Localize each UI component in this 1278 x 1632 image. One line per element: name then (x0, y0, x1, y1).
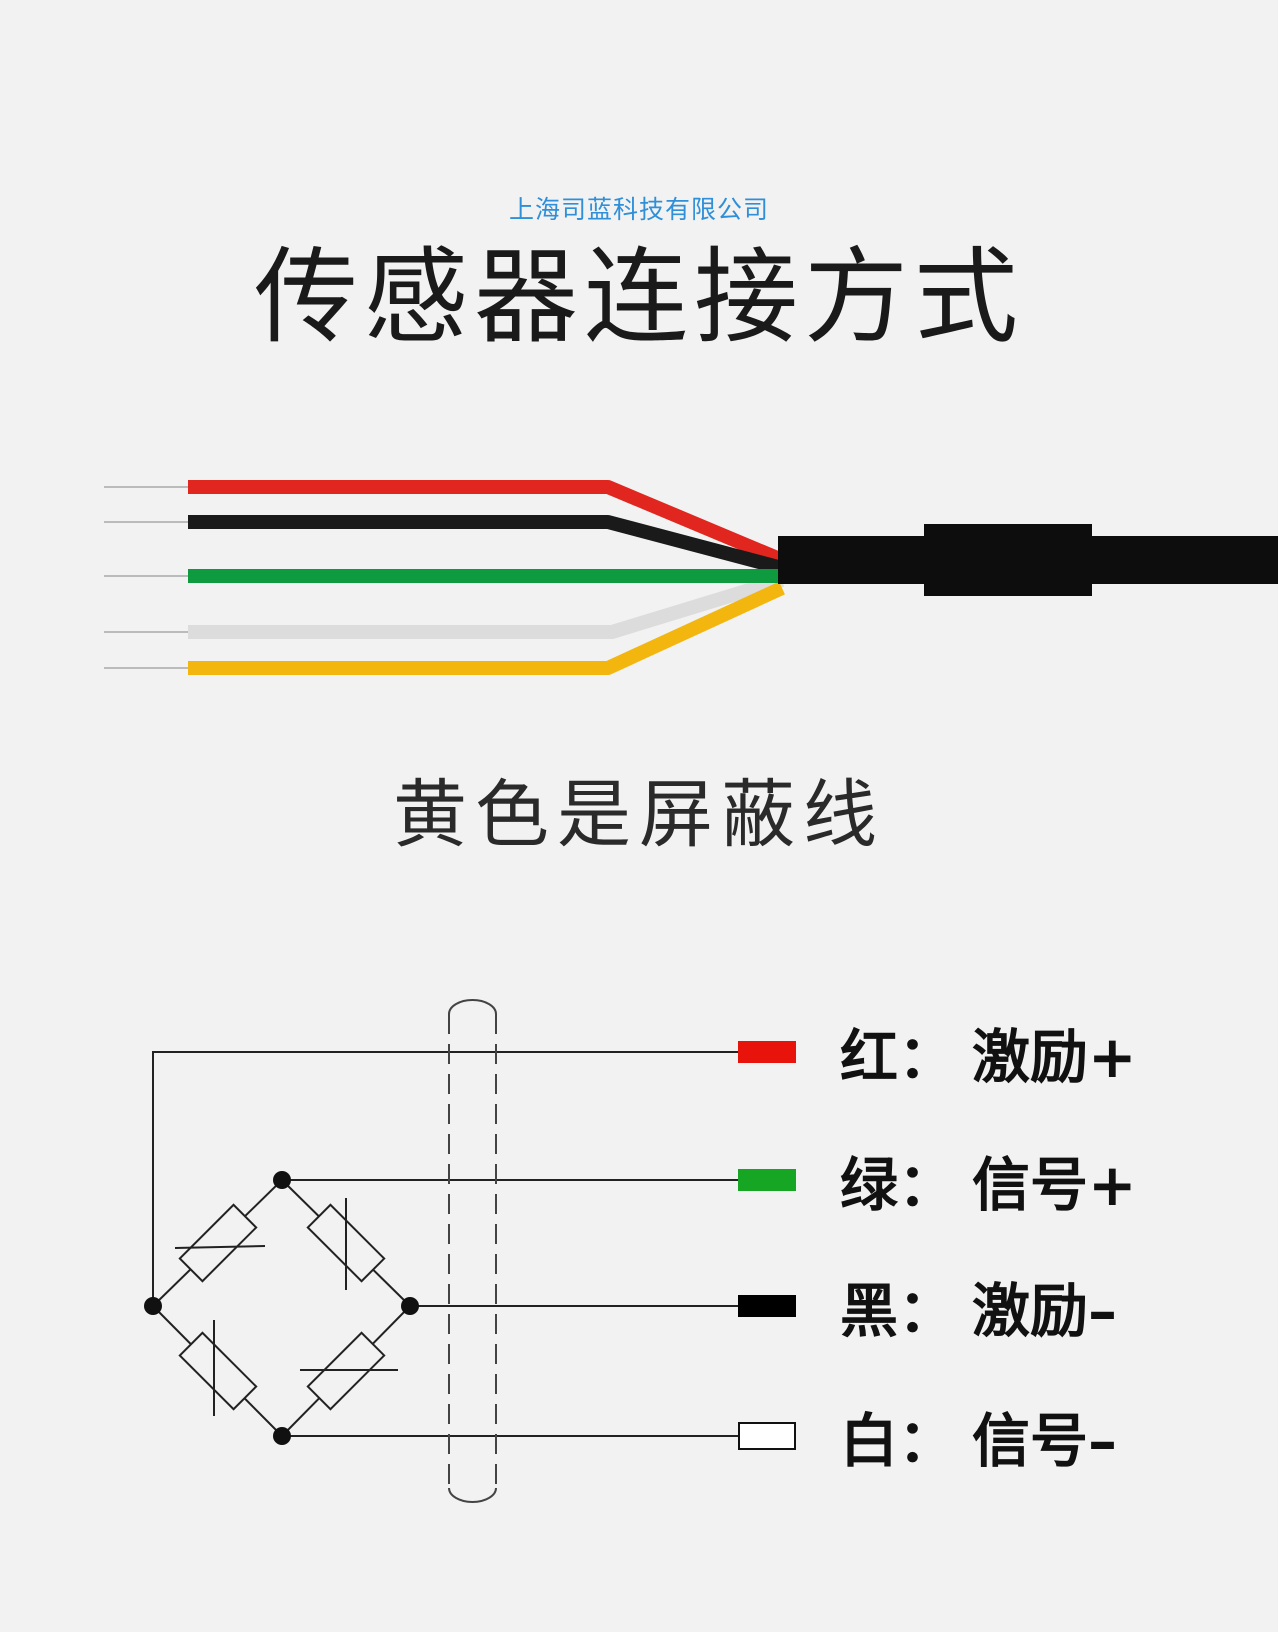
legend-function-label: 信号+ (972, 1151, 1137, 1219)
shield-note: 黄色是屏蔽线 (393, 772, 885, 858)
cable-sleeve (924, 524, 1092, 596)
legend-item-black: 黑： 激励– (738, 1271, 1117, 1345)
wire-white (188, 573, 785, 639)
legend-function-label: 信号– (972, 1407, 1118, 1475)
company-name: 上海司蓝科技有限公司 (508, 195, 769, 224)
wire-black (188, 515, 784, 575)
legend-color-label: 白： (840, 1407, 957, 1475)
gauge-lower-left (178, 1331, 258, 1411)
node-right (401, 1297, 419, 1315)
page-title: 传感器连接方式 (253, 236, 1024, 358)
cable-illustration (104, 480, 1278, 675)
excitation-plus-lead (152, 1051, 740, 1306)
legend-function-label: 激励+ (972, 1023, 1137, 1091)
legend-item-green: 绿： 信号+ (738, 1145, 1137, 1219)
legend-function-label: 激励– (972, 1277, 1118, 1345)
swatch-green (738, 1169, 796, 1191)
bridge-schematic (144, 999, 740, 1503)
gauge-upper-left (178, 1203, 258, 1283)
legend-color-label: 红： (840, 1023, 957, 1091)
wire-red (188, 480, 785, 567)
legend-color-label: 绿： (840, 1151, 957, 1219)
shield-cylinder (448, 999, 497, 1503)
swatch-white (738, 1422, 796, 1450)
swatch-red (738, 1041, 796, 1063)
node-bottom (273, 1427, 291, 1445)
legend-item-white: 白： 信号– (738, 1401, 1117, 1475)
node-top (273, 1171, 291, 1189)
node-left (144, 1297, 162, 1315)
wire-yellow (188, 581, 785, 675)
legend-item-red: 红： 激励+ (738, 1017, 1137, 1091)
legend-color-label: 黑： (840, 1277, 957, 1345)
swatch-black (738, 1295, 796, 1317)
